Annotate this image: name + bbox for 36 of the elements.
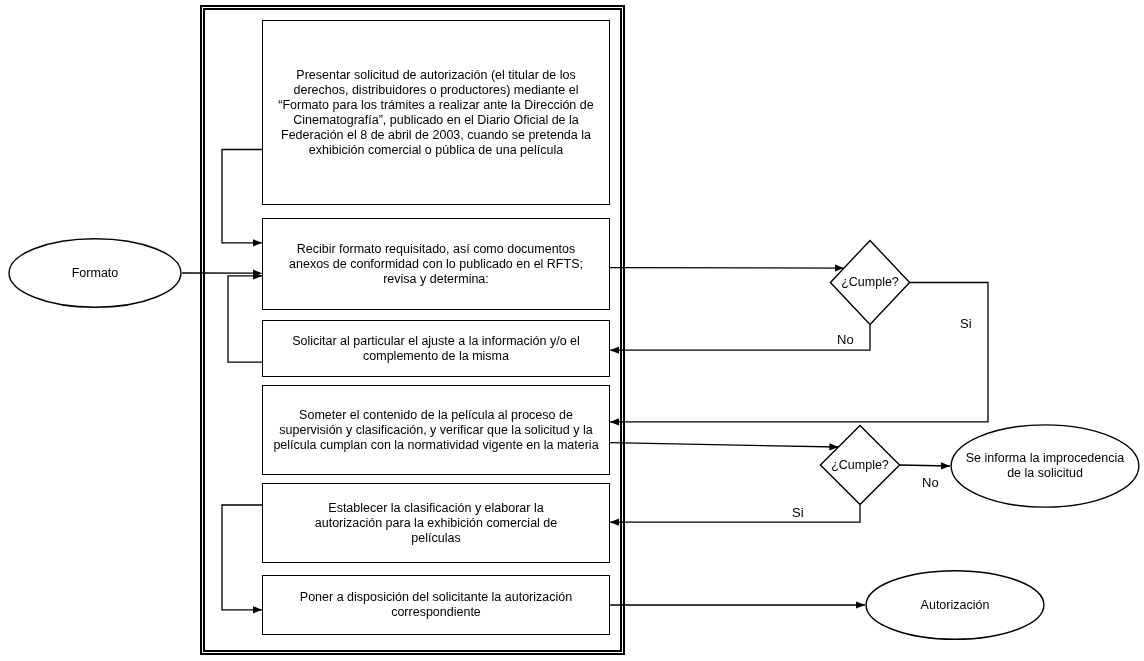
node-text: Recibir formato requisitado, así como documentos anexos de conformidad con lo publicado en el RFTS; revisa y determina: <box>288 241 584 287</box>
edge-label: Si <box>958 316 974 331</box>
decision-diamond <box>820 425 900 505</box>
process-box <box>262 20 610 205</box>
process-box <box>262 385 610 475</box>
node-text: Se informa la improcedencia de la solicitud <box>964 451 1126 481</box>
arrow <box>609 324 871 354</box>
node-text: Solicitar al particular el ajuste a la información y/o el complemento de la misma <box>291 333 581 364</box>
arrow <box>899 462 951 470</box>
arrow <box>227 272 263 363</box>
arrow <box>609 281 989 426</box>
process-box <box>262 218 610 310</box>
terminal-ellipse <box>8 238 182 308</box>
node-text: Someter el contenido de la película al proceso de supervisión y clasificación, y verificar que la solicitud y la película cumplan con la normatividad vigente en la materia <box>273 407 599 453</box>
arrow <box>221 504 263 614</box>
decision-diamond <box>830 240 910 325</box>
node-text: Autorización <box>920 597 990 613</box>
arrow <box>609 264 845 272</box>
terminal-ellipse <box>950 424 1140 508</box>
edge-label: No <box>920 475 941 490</box>
process-box <box>262 320 610 377</box>
node-text: ¿Cumple? <box>841 275 899 290</box>
arrow <box>221 148 263 247</box>
process-box <box>262 575 610 635</box>
node-text: Formato <box>71 265 119 281</box>
arrow <box>181 269 263 277</box>
process-box <box>262 483 610 563</box>
edge-label: Si <box>790 505 806 520</box>
node-text: Establecer la clasificación y elaborar la autorización para la exhibición comercial de películas <box>313 500 559 546</box>
node-text: Poner a disposición del solicitante la autorización correspondiente <box>298 590 574 620</box>
arrow <box>609 504 861 526</box>
arrow <box>609 601 866 609</box>
node-text: ¿Cumple? <box>831 457 889 473</box>
node-text: Presentar solicitud de autorización (el titular de los derechos, distribuidores o productores) mediante el “Formato para los trámites a realizar ante la Dirección de Cinematografía”, publicado en el Diario Oficial de la Federación el 8 de abril de 2003, cuando se pretenda la exhibición comercial o pública de una película <box>277 67 595 158</box>
terminal-ellipse <box>865 570 1045 640</box>
edge-label: No <box>835 332 856 347</box>
